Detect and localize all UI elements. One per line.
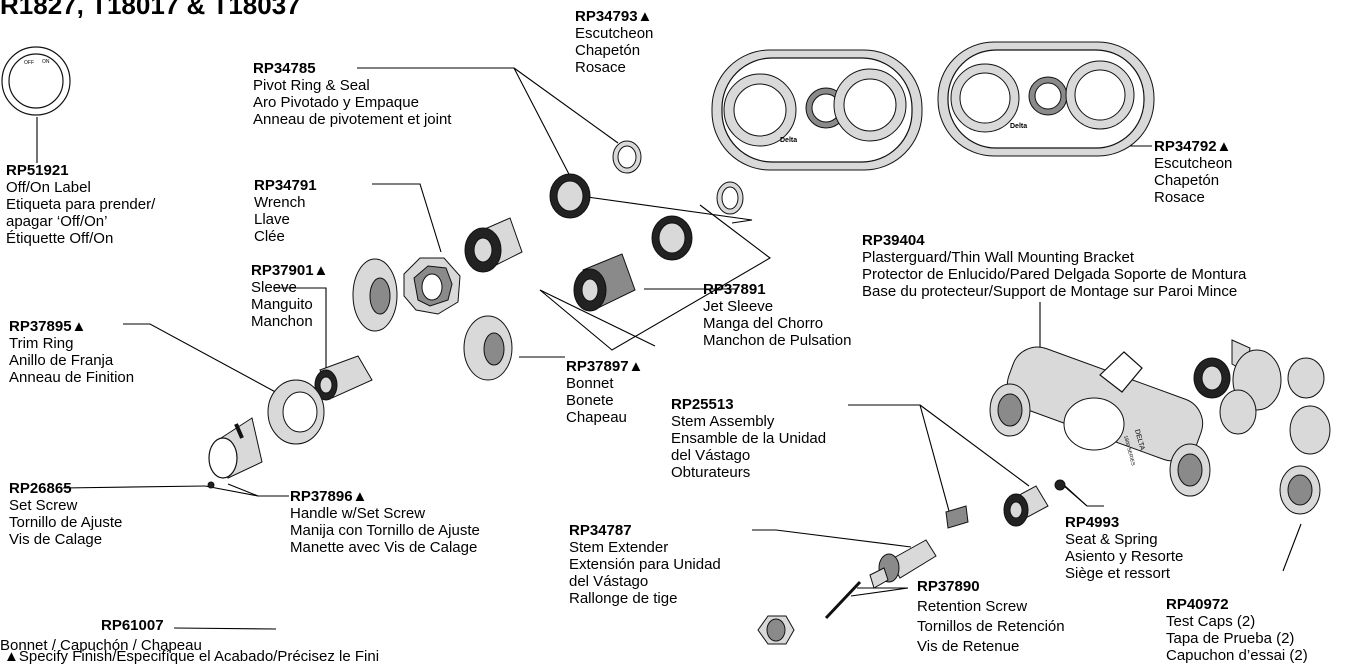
label-rp34792: RP34792▲ Escutcheon Chapetón Rosace [1154, 138, 1233, 206]
off-on-label-disc: OFF ON [1, 46, 71, 116]
leader-lines [36, 67, 1302, 630]
escutcheon-rp34793: Delta [711, 49, 923, 171]
wrench-part [403, 257, 461, 315]
cartridge-part [464, 217, 523, 273]
sleeve-part [314, 355, 373, 401]
jet-sleeve-group [539, 204, 771, 351]
label-rp37897: RP37897▲ Bonnet Bonete Chapeau [566, 358, 644, 426]
label-rp26865: RP26865 Set Screw Tornillo de Ajuste Vis… [9, 480, 123, 548]
label-rp4993: RP4993 Seat & Spring Asiento y Resorte S… [1065, 514, 1184, 582]
finish-footnote: ▲Specify Finish/Especifíque el Acabado/P… [4, 648, 380, 665]
label-rp61007: RP61007 Bonnet / Capuchón / Chapeau [0, 617, 202, 654]
on-text: ON [42, 59, 50, 65]
escutcheon-rp34792: Delta [937, 41, 1155, 157]
label-rp34791: RP34791 Wrench Llave Clée [254, 177, 317, 245]
bonnet-nut-part [757, 615, 795, 645]
label-rp34787: RP34787 Stem Extender Extensión para Uni… [569, 522, 721, 607]
stem-assembly-part [945, 479, 1066, 529]
label-rp34793: RP34793▲ Escutcheon Chapetón Rosace [575, 8, 654, 76]
bonnet-parts [352, 258, 513, 381]
label-rp37891: RP37891 Jet Sleeve Manga del Chorro Manc… [703, 281, 852, 349]
trim-ring-part [267, 379, 325, 445]
escutcheon-brand-2: Delta [1010, 123, 1027, 130]
test-cap-part [1279, 465, 1321, 515]
stem-extender-part [824, 539, 937, 620]
label-rp37896: RP37896▲ Handle w/Set Screw Manija con T… [290, 488, 480, 556]
label-rp37901: RP37901▲ Sleeve Manguito Manchon [251, 262, 329, 330]
label-rp34785: RP34785 Pivot Ring & Seal Aro Pivotado y… [253, 60, 452, 128]
valve-body-part: DELTA 1800 SERIES [989, 339, 1331, 497]
escutcheon-brand: Delta [780, 137, 797, 144]
handle-part [207, 417, 263, 489]
label-rp25513: RP25513 Stem Assembly Ensamble de la Uni… [671, 396, 827, 481]
label-rp37895: RP37895▲ Trim Ring Anillo de Franja Anne… [9, 318, 135, 386]
label-rp39404: RP39404 Plasterguard/Thin Wall Mounting … [862, 232, 1247, 300]
label-rp51921: RP51921 Off/On Label Etiqueta para prend… [6, 162, 156, 247]
off-text: OFF [24, 60, 34, 66]
label-rp37890: RP37890 Retention Screw Tornillos de Ret… [917, 578, 1065, 655]
pivot-ring-parts [549, 140, 744, 261]
diagram-title: R1827, T18017 & T18037 [0, 0, 301, 20]
label-rp40972: RP40972 Test Caps (2) Tapa de Prueba (2)… [1166, 596, 1308, 664]
